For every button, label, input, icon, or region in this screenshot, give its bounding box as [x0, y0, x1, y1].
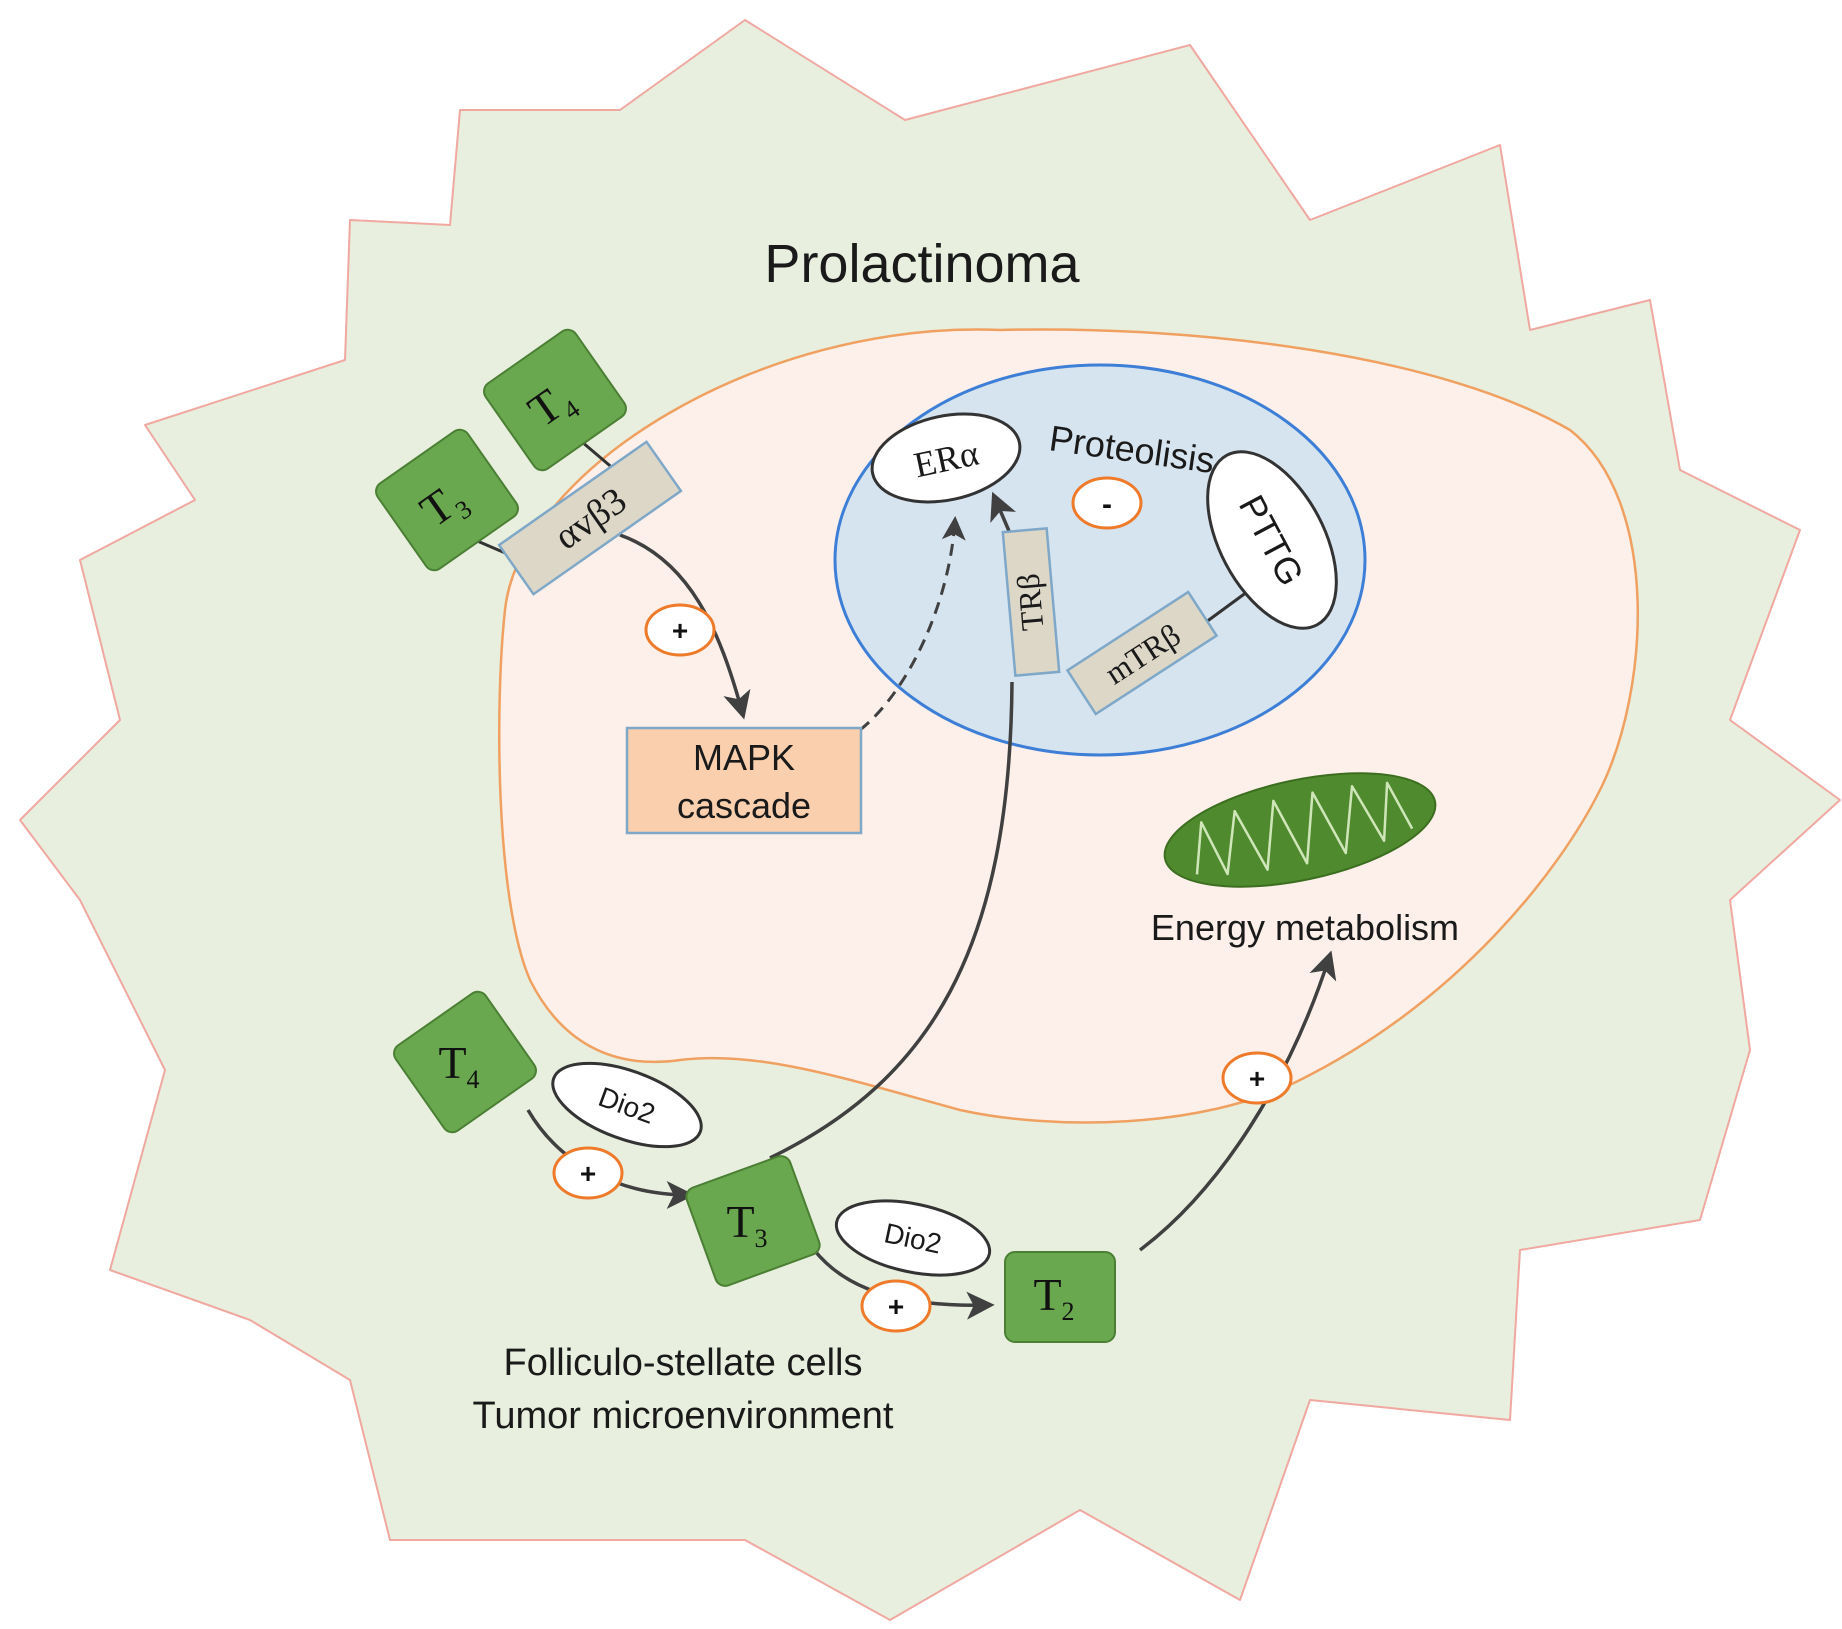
- inhibition-sign-text: -: [1102, 488, 1112, 521]
- integrin-receptor: αvβ3: [497, 440, 683, 596]
- er-alpha-receptor: ERα: [870, 412, 1022, 504]
- t2-subscript: 2: [1062, 1297, 1075, 1326]
- folliculo-stellate-label: Folliculo-stellate cells: [503, 1342, 862, 1384]
- title: Prolactinoma: [764, 234, 1080, 294]
- svg-text:T4: T4: [438, 1037, 479, 1094]
- hormone-t4-bottom: T4: [393, 990, 537, 1134]
- dio2-enzyme-second: Dio2: [834, 1199, 992, 1277]
- activation-sign-dio2-first: +: [552, 1146, 624, 1200]
- t3-bottom-letter: T: [726, 1196, 754, 1247]
- hormone-t3-top: T3: [375, 428, 519, 572]
- activation-sign-energy: +: [1221, 1051, 1293, 1105]
- tumor-microenvironment-label: Tumor microenvironment: [473, 1395, 894, 1437]
- arrow-mapk-to-era-dashed: [859, 516, 966, 732]
- arrow-t3-to-t2: [806, 1240, 995, 1320]
- t4-bottom-subscript: 4: [467, 1065, 480, 1094]
- svg-text:T3: T3: [726, 1196, 767, 1253]
- mapk-label-line1: MAPK: [693, 737, 795, 778]
- activation-sign-integrin: +: [644, 603, 716, 657]
- t3-bottom-subscript: 3: [755, 1224, 768, 1253]
- hormone-t4-top: T4: [483, 328, 627, 472]
- t4-bottom-letter: T: [438, 1037, 466, 1088]
- inhibition-sign: -: [1071, 476, 1143, 530]
- activation-sign-dio2-first-text: +: [580, 1158, 596, 1189]
- svg-text:T2: T2: [1033, 1269, 1074, 1326]
- energy-metabolism-label: Energy metabolism: [1151, 907, 1459, 948]
- activation-sign-dio2-second-text: +: [888, 1291, 904, 1322]
- activation-sign-integrin-text: +: [672, 615, 688, 646]
- tr-beta-receptor: TRβ: [1001, 527, 1061, 677]
- mapk-label-line2: cascade: [677, 785, 811, 826]
- arrow-t2-to-energy: [1138, 950, 1337, 1252]
- activation-sign-energy-text: +: [1249, 1063, 1265, 1094]
- activation-sign-dio2-second: +: [860, 1279, 932, 1333]
- hormone-t2: T2: [1004, 1251, 1116, 1343]
- mapk-cascade-box: MAPK cascade: [625, 726, 863, 835]
- dio2-enzyme-first: Dio2: [551, 1061, 703, 1149]
- pttg-protein: PTTG: [1206, 450, 1338, 630]
- arrow-t3-to-trb: [769, 681, 1014, 1160]
- tr-beta-label: TRβ: [1010, 572, 1051, 632]
- arrow-integrin-to-mapk: [619, 533, 751, 720]
- mitochondrion-icon: [1163, 772, 1437, 888]
- t2-letter: T: [1033, 1269, 1061, 1320]
- pttg-mtrb-link: [1201, 590, 1248, 627]
- hormone-t3-bottom: T3: [685, 1155, 821, 1287]
